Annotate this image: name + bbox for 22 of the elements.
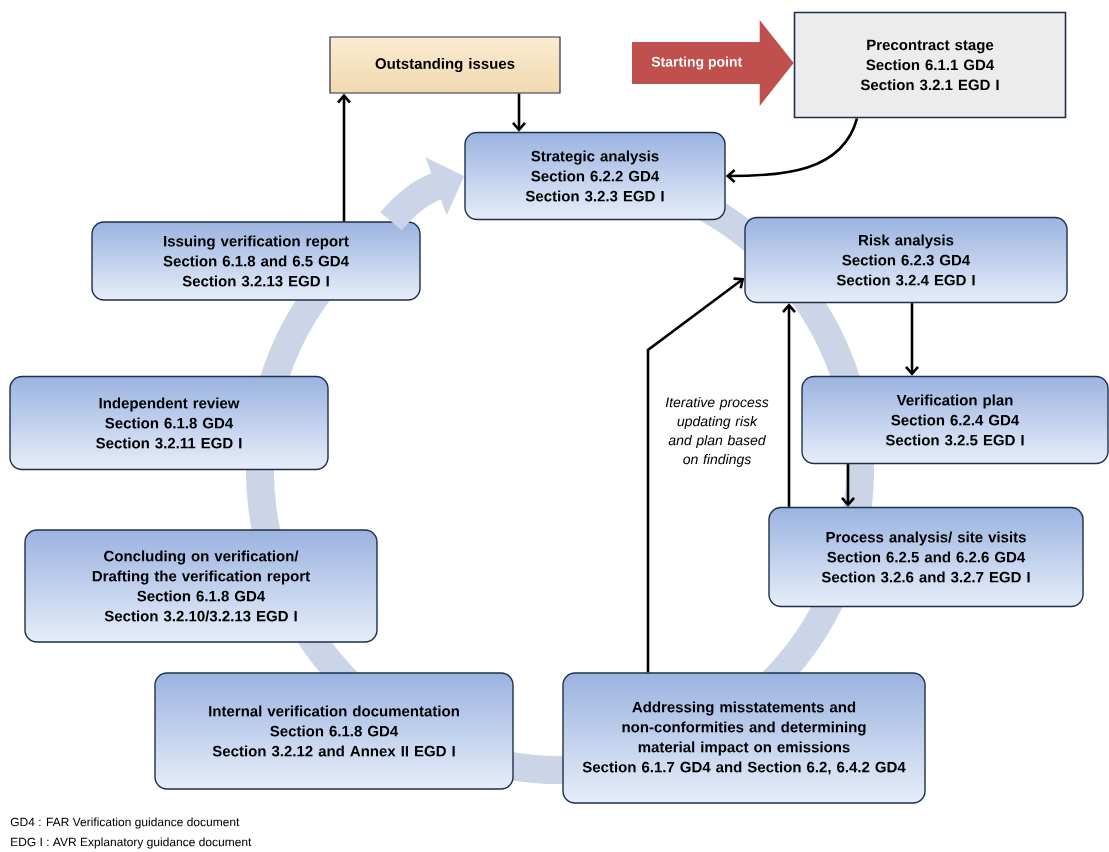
footnote: EDG I : AVR Explanatory guidance document xyxy=(11,837,252,849)
edge-label: Starting point xyxy=(651,56,742,70)
process-box: Addressing misstatements and non-conformities and determining material impact on emissions Section 6.1.7 GD4 and Section 6.2, 6.4.2 GD4 xyxy=(562,672,926,804)
stage-box: Precontract stage Section 6.1.1 GD4 Section 3.2.1 EGD I xyxy=(793,11,1067,119)
process-box: Process analysis/ site visits Section 6.2.5 and 6.2.6 GD4 Section 3.2.6 and 3.2.7 EGD I xyxy=(768,506,1084,608)
annotation-text: Iterative process updating risk and plan based on findings xyxy=(665,396,769,467)
arrow xyxy=(782,303,796,507)
process-box: Risk analysis Section 6.2.3 GD4 Section 3.2.4 EGD I xyxy=(744,216,1068,304)
process-box: Concluding on verification/ Drafting the verification report Section 6.1.8 GD4 Section 3.2.10/3.2.13 EGD I xyxy=(24,529,378,643)
arrow xyxy=(841,464,855,507)
process-box: Independent review Section 6.1.8 GD4 Section 3.2.11 EGD I xyxy=(9,375,329,471)
process-box: Internal verification documentation Section 6.1.8 GD4 Section 3.2.12 and Annex II EGD I xyxy=(154,672,514,790)
process-box: Issuing verification report Section 6.1.8 and 6.5 GD4 Section 3.2.13 EGD I xyxy=(91,221,421,301)
process-box: Strategic analysis Section 6.2.2 GD4 Section 3.2.3 EGD I xyxy=(464,131,726,221)
process-box: Verification plan Section 6.2.4 GD4 Section 3.2.5 EGD I xyxy=(801,375,1109,465)
arrow xyxy=(646,277,745,673)
arrow xyxy=(725,117,859,183)
issues-box: Outstanding issues xyxy=(329,36,561,94)
arrow xyxy=(337,93,351,222)
arrow xyxy=(905,303,919,376)
footnote: GD4 : FAR Verification guidance document xyxy=(10,817,240,829)
arrow xyxy=(512,93,526,132)
